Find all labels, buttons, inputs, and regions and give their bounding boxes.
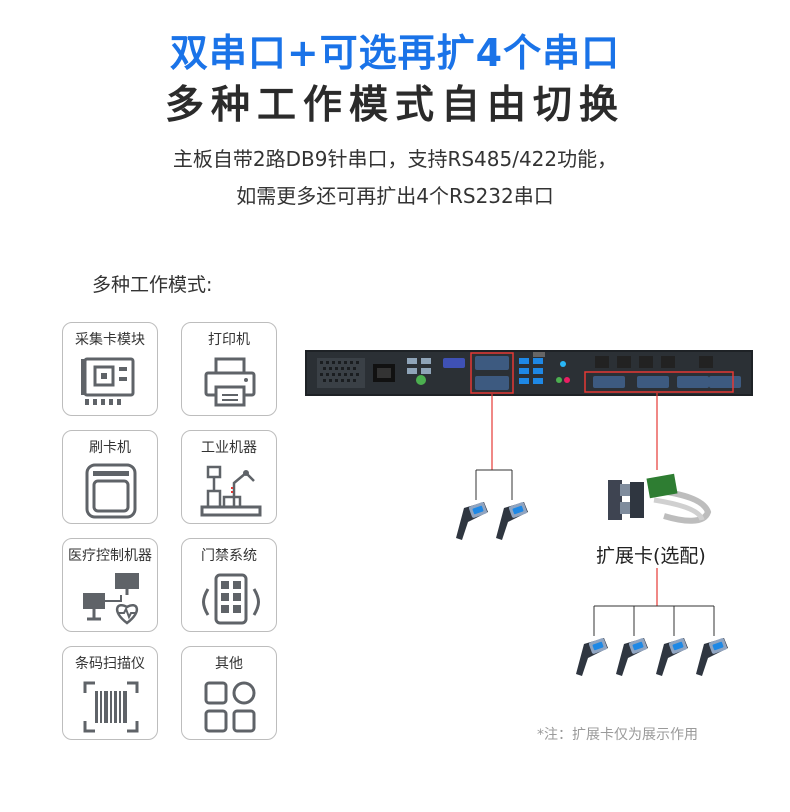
mode-card-medical: 医疗控制机器: [62, 538, 158, 632]
capture-card-icon: [81, 357, 135, 405]
mode-card-other: 其他: [181, 646, 277, 740]
db9-cable-connector-icon: [616, 638, 648, 676]
description-line-1: 主板自带2路DB9针串口，支持RS485/422功能，: [172, 147, 618, 171]
mode-card-label: 其他: [215, 656, 243, 672]
mode-card-printer: 打印机: [181, 322, 277, 416]
db9-cable-connector-icon: [496, 502, 528, 540]
mode-card-capture: 采集卡模块: [62, 322, 158, 416]
mode-card-label: 打印机: [208, 332, 250, 348]
other-apps-icon: [204, 681, 256, 733]
mode-card-access-control: 门禁系统: [181, 538, 277, 632]
db9-cable-connector-icon: [576, 638, 608, 676]
printer-icon: [204, 357, 256, 407]
db9-cable-connector-icon: [656, 638, 688, 676]
mode-card-label: 门禁系统: [201, 548, 257, 564]
modes-label: 多种工作模式:: [92, 274, 213, 296]
medical-control-icon: [83, 573, 139, 625]
db9-cable-connector-icon: [696, 638, 728, 676]
mode-card-card-reader: 刷卡机: [62, 430, 158, 524]
mode-card-label: 采集卡模块: [75, 332, 145, 348]
mode-card-label: 刷卡机: [89, 440, 131, 456]
access-control-icon: [202, 573, 260, 625]
card-reader-icon: [85, 463, 137, 519]
headline-primary: 双串口+可选再扩4个串口: [169, 31, 621, 75]
mode-card-industrial: 工业机器: [181, 430, 277, 524]
mode-card-label: 医疗控制机器: [68, 548, 152, 564]
headline-secondary: 多种工作模式自由切换: [164, 83, 625, 128]
db9-cable-connector-icon: [456, 502, 488, 540]
mode-card-label: 工业机器: [201, 440, 257, 456]
barcode-scanner-icon: [83, 681, 139, 733]
mode-card-barcode-scanner: 条码扫描仪: [62, 646, 158, 740]
expansion-card-image: [608, 473, 712, 524]
server-rear-panel: [305, 350, 753, 396]
expansion-card-label: 扩展卡(选配): [596, 545, 706, 567]
mode-card-label: 条码扫描仪: [75, 656, 145, 672]
footnote: *注：扩展卡仅为展示作用: [537, 727, 698, 743]
industrial-machine-icon: [200, 465, 262, 517]
description-line-2: 如需更多还可再扩出4个RS232串口: [236, 184, 554, 208]
